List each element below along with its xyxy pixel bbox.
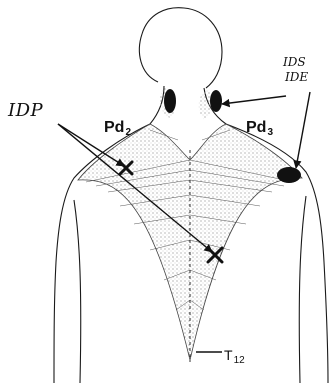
label-pd2-sub: 2 bbox=[125, 127, 131, 138]
head-outline bbox=[139, 8, 222, 88]
label-t12-base: T bbox=[224, 347, 233, 363]
label-ide: IDE bbox=[285, 71, 308, 83]
label-idp: IDP bbox=[8, 102, 43, 120]
label-pd3-base: Pd bbox=[246, 119, 266, 136]
trigger-point-right-shoulder bbox=[277, 167, 301, 183]
arrow-ids-shoulder bbox=[296, 92, 310, 168]
label-ids: IDS bbox=[283, 56, 306, 68]
label-t12: T12 bbox=[224, 348, 245, 366]
arrow-ids-neck bbox=[222, 96, 286, 104]
trapezius-muscle bbox=[78, 124, 302, 362]
label-t12-sub: 12 bbox=[234, 355, 245, 366]
label-pd3-sub: 3 bbox=[267, 127, 273, 138]
label-pd3: Pd3 bbox=[246, 120, 273, 138]
label-pd2: Pd2 bbox=[104, 120, 131, 138]
trigger-point-left-neck bbox=[164, 89, 176, 113]
label-pd2-base: Pd bbox=[104, 119, 124, 136]
trigger-point-right-neck bbox=[210, 90, 222, 112]
